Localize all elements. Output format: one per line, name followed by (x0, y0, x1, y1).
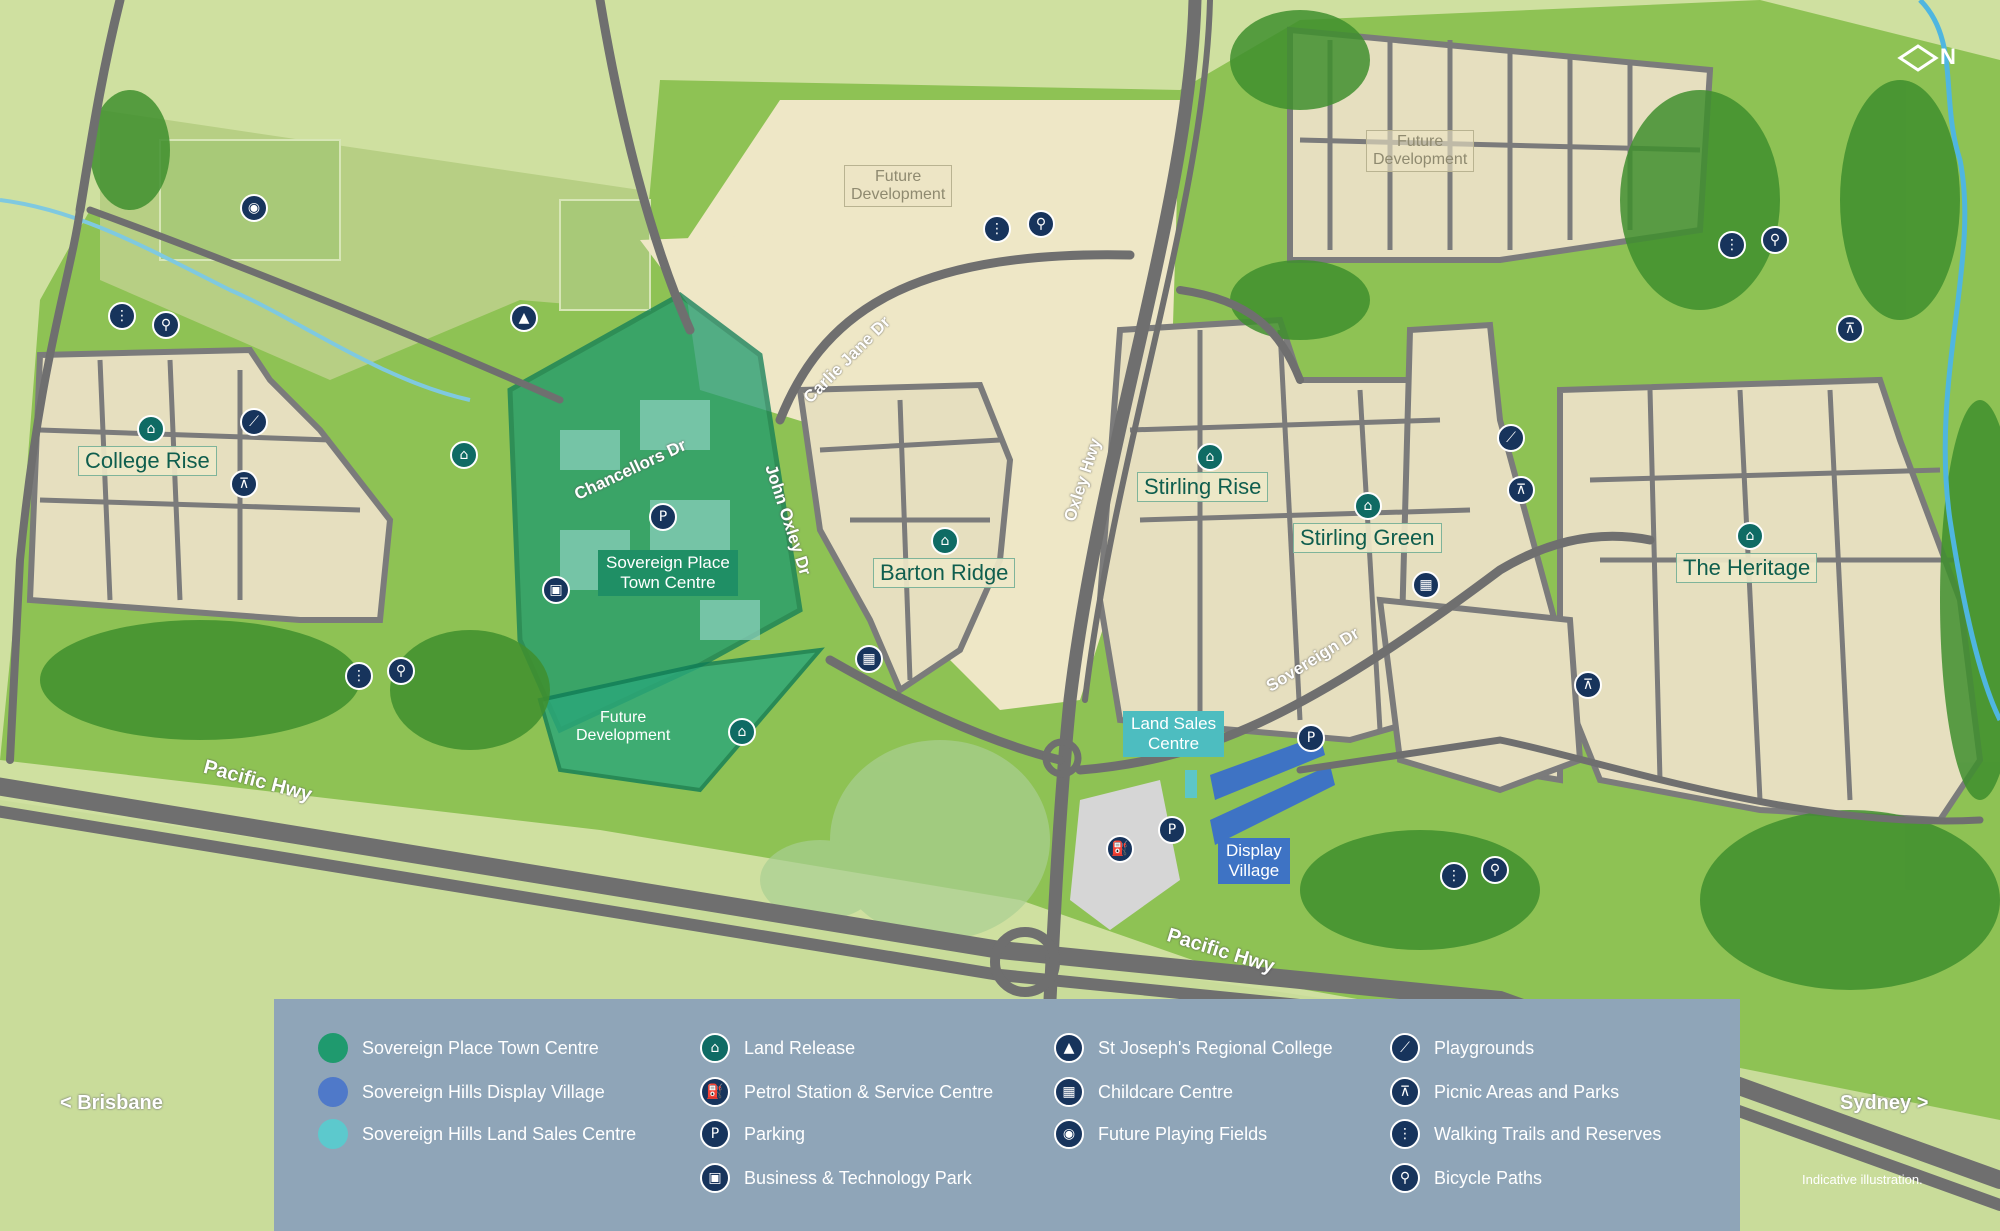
graduation-cap-icon: ▲ (1054, 1033, 1084, 1063)
graduation-cap-icon[interactable]: ▲ (510, 304, 538, 332)
legend-item: ⋮ Walking Trails and Reserves (1390, 1119, 1661, 1149)
legend-item: ◉ Future Playing Fields (1054, 1119, 1267, 1149)
legend-item: ⌂ Land Release (700, 1033, 855, 1063)
picnic-table-icon[interactable]: ⊼ (230, 470, 258, 498)
fuel-pump-icon: ⛽ (700, 1077, 730, 1107)
footprints-icon: ⋮ (1390, 1119, 1420, 1149)
estate-label-barton-ridge: Barton Ridge (873, 558, 1016, 588)
indicative-note: Indicative illustration. (1802, 1172, 1923, 1187)
legend-swatch (318, 1119, 348, 1149)
parking-icon[interactable]: P (649, 503, 677, 531)
legend-label: Sovereign Hills Land Sales Centre (362, 1123, 637, 1144)
footprints-icon[interactable]: ⋮ (1718, 231, 1746, 259)
slide-icon[interactable]: ⟋ (240, 408, 268, 436)
legend-label: Sovereign Hills Display Village (362, 1081, 605, 1102)
bicycle-icon[interactable]: ⚲ (1761, 226, 1789, 254)
future-development-label: Future Development (1366, 130, 1475, 172)
display-village-label: Display Village (1218, 838, 1290, 884)
picnic-table-icon: ⊼ (1390, 1077, 1420, 1107)
legend-label: Bicycle Paths (1434, 1167, 1543, 1188)
fuel-pump-icon[interactable]: ⛽ (1106, 835, 1134, 863)
town-centre-label: Sovereign Place Town Centre (598, 550, 738, 596)
house-icon[interactable]: ⌂ (1736, 522, 1764, 550)
bicycle-icon[interactable]: ⚲ (387, 657, 415, 685)
briefcase-icon[interactable]: ▣ (542, 576, 570, 604)
slide-icon[interactable]: ⟋ (1497, 424, 1525, 452)
legend-label: Future Playing Fields (1098, 1123, 1268, 1144)
future-development-label: Future Development (844, 165, 953, 207)
legend-item: Sovereign Hills Display Village (318, 1077, 605, 1107)
picnic-table-icon[interactable]: ⊼ (1574, 671, 1602, 699)
legend-swatch (318, 1033, 348, 1063)
legend-label: Walking Trails and Reserves (1434, 1123, 1662, 1144)
bicycle-icon[interactable]: ⚲ (1027, 210, 1055, 238)
legend-item: Sovereign Place Town Centre (318, 1033, 599, 1063)
land-sales-centre-label: Land Sales Centre (1123, 711, 1225, 757)
north-arrow: N (1940, 44, 1956, 69)
legend-item: ⛽ Petrol Station & Service Centre (700, 1077, 993, 1107)
picnic-table-icon[interactable]: ⊼ (1507, 476, 1535, 504)
legend-label: Childcare Centre (1098, 1081, 1234, 1102)
blocks-icon[interactable]: ▦ (855, 645, 883, 673)
parking-icon[interactable]: P (1158, 816, 1186, 844)
legend-item: ▣ Business & Technology Park (700, 1163, 972, 1193)
brisbane-direction: < Brisbane (60, 1092, 163, 1114)
legend-swatch (318, 1077, 348, 1107)
house-icon[interactable]: ⌂ (931, 527, 959, 555)
briefcase-icon: ▣ (700, 1163, 730, 1193)
footprints-icon[interactable]: ⋮ (108, 302, 136, 330)
blocks-icon: ▦ (1054, 1077, 1084, 1107)
legend-label: Land Release (744, 1037, 856, 1058)
legend-item: P Parking (700, 1119, 805, 1149)
slide-icon: ⟋ (1390, 1033, 1420, 1063)
legend-item: ▦ Childcare Centre (1054, 1077, 1233, 1107)
blocks-icon[interactable]: ▦ (1412, 571, 1440, 599)
legend-label: Petrol Station & Service Centre (744, 1081, 994, 1102)
sydney-direction: Sydney > (1840, 1092, 1929, 1114)
whistle-icon: ◉ (1054, 1119, 1084, 1149)
estate-label-stirling-rise: Stirling Rise (1137, 472, 1269, 502)
bicycle-icon[interactable]: ⚲ (1481, 856, 1509, 884)
house-icon[interactable]: ⌂ (728, 718, 756, 746)
legend-item: ▲ St Joseph's Regional College (1054, 1033, 1333, 1063)
parking-icon[interactable]: P (1297, 724, 1325, 752)
legend-panel: Sovereign Place Town Centre Sovereign Hi… (274, 999, 1740, 1231)
parking-icon: P (700, 1119, 730, 1149)
legend-item: ⊼ Picnic Areas and Parks (1390, 1077, 1619, 1107)
legend-label: Sovereign Place Town Centre (362, 1037, 599, 1058)
house-icon[interactable]: ⌂ (1354, 492, 1382, 520)
house-icon: ⌂ (700, 1033, 730, 1063)
house-icon[interactable]: ⌂ (137, 415, 165, 443)
legend-item: ⚲ Bicycle Paths (1390, 1163, 1542, 1193)
whistle-icon[interactable]: ◉ (240, 194, 268, 222)
estate-label-college-rise: College Rise (78, 446, 217, 476)
estate-label-stirling-green: Stirling Green (1293, 523, 1442, 553)
house-icon[interactable]: ⌂ (1196, 443, 1224, 471)
legend-label: St Joseph's Regional College (1098, 1037, 1333, 1058)
legend-label: Picnic Areas and Parks (1434, 1081, 1620, 1102)
future-development-label: Future Development (576, 709, 671, 744)
house-icon[interactable]: ⌂ (450, 441, 478, 469)
footprints-icon[interactable]: ⋮ (1440, 862, 1468, 890)
bicycle-icon[interactable]: ⚲ (152, 311, 180, 339)
legend-item: Sovereign Hills Land Sales Centre (318, 1119, 636, 1149)
footprints-icon[interactable]: ⋮ (345, 662, 373, 690)
picnic-table-icon[interactable]: ⊼ (1836, 315, 1864, 343)
footprints-icon[interactable]: ⋮ (983, 215, 1011, 243)
estate-label-the-heritage: The Heritage (1676, 553, 1818, 583)
legend-item: ⟋ Playgrounds (1390, 1033, 1534, 1063)
legend-label: Playgrounds (1434, 1037, 1535, 1058)
bicycle-icon: ⚲ (1390, 1163, 1420, 1193)
legend-label: Business & Technology Park (744, 1167, 972, 1188)
legend-label: Parking (744, 1123, 806, 1144)
